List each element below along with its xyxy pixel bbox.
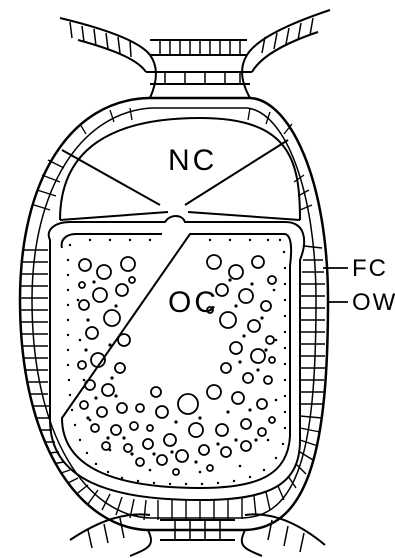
nurse-cells-label: NC [168,144,217,177]
ovariole-wall-label: OW [352,289,395,316]
oocyte-label: OC [168,286,219,319]
upper-stalk [60,10,330,98]
follicle-cells-label: FC [352,255,388,282]
